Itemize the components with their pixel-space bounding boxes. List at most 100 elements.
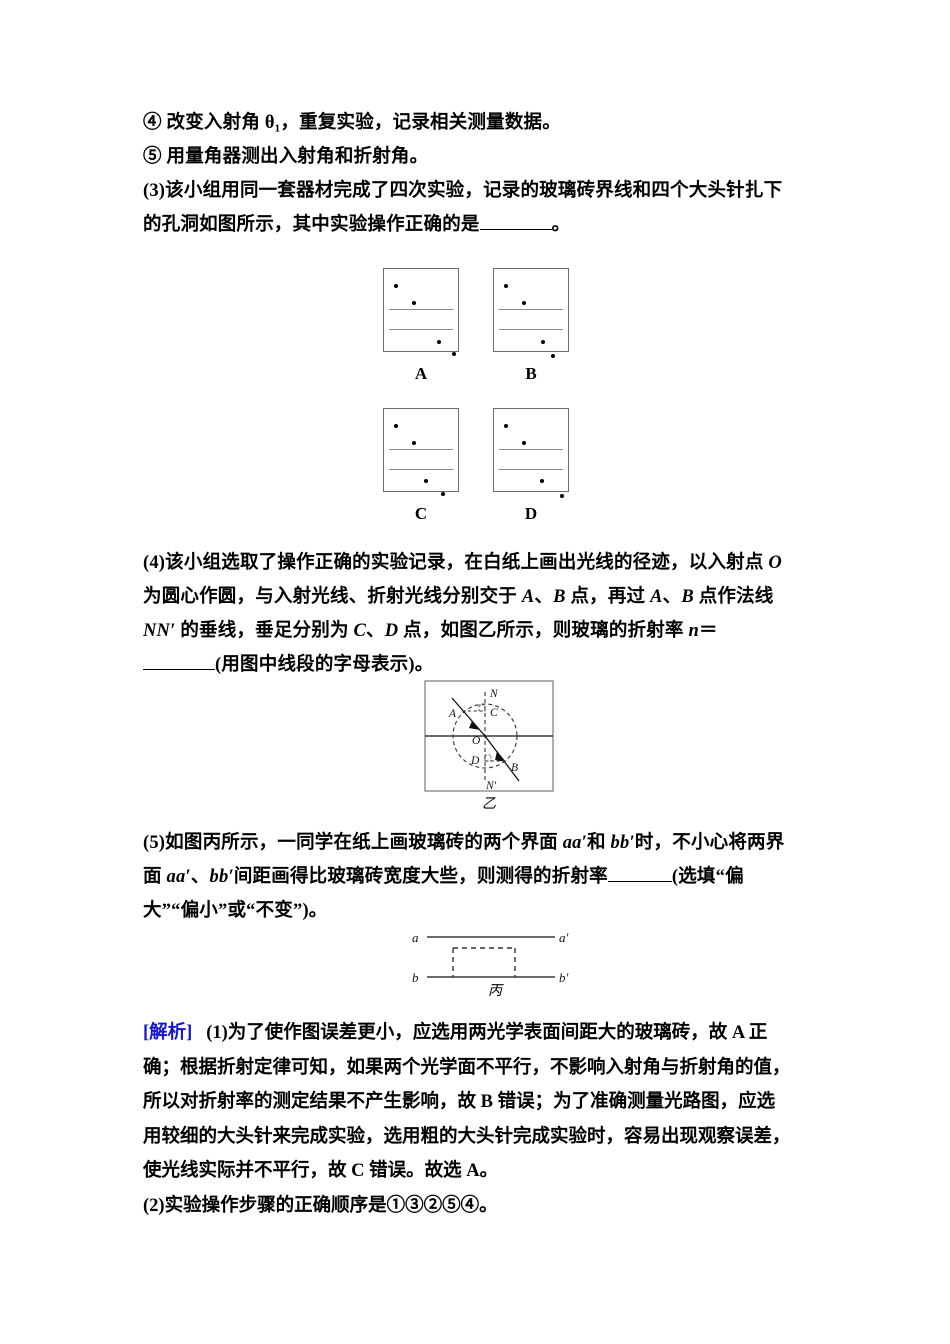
- label-a: A: [448, 708, 457, 720]
- figure-bing-caption: 丙: [488, 984, 502, 999]
- q4-sep-2: 、: [662, 587, 682, 607]
- q5-line-1-text-c: 时，不小心将两界: [634, 833, 785, 853]
- point-b-symbol-2: B: [681, 587, 694, 607]
- label-b: B: [511, 762, 518, 774]
- surface-aa-symbol: aa′: [562, 833, 588, 853]
- label-a-prime-right: a′: [559, 930, 569, 945]
- figure-bing-svg: a a′ b b′: [412, 930, 569, 985]
- step-5-line: ⑤ 用量角器测出入射角和折射角。: [143, 147, 429, 167]
- figure-yi-svg: N N′ A C O D B: [424, 680, 554, 792]
- q5-line-1: (5)如图丙所示，一同学在纸上画玻璃砖的两个界面 aa′和 bb′时，不小心将两…: [143, 826, 815, 860]
- q4-line-1-text: (4)该小组选取了操作正确的实验记录，在白纸上画出光线的径迹，以入射点: [143, 553, 769, 573]
- pin-hole: [394, 424, 399, 429]
- pin-hole: [541, 340, 546, 345]
- q4-sep-3: 、: [366, 621, 385, 641]
- analysis-line-2: 确；根据折射定律可知，如果两个光学面不平行，不影响入射角与折射角的值，: [143, 1057, 791, 1078]
- glass-boundary-line-bottom: [499, 469, 563, 470]
- q4-equals: ＝: [698, 621, 718, 641]
- glass-boundary-line-top: [389, 309, 453, 310]
- point-b-symbol: B: [553, 587, 566, 607]
- q4-line-4: (用图中线段的字母表示)。: [143, 648, 815, 682]
- q5-sep-1: 、: [190, 867, 210, 887]
- pin-hole: [441, 492, 446, 497]
- pinbox-label-c: C: [414, 504, 428, 523]
- label-o: O: [472, 735, 481, 747]
- analysis-text-1: (1)为了使作图误差更小，应选用两光学表面间距大的玻璃砖，故 A 正: [206, 1023, 768, 1043]
- q3-line-2-text: 的孔洞如图所示，其中实验操作正确的是: [143, 215, 480, 235]
- pin-hole: [437, 340, 442, 345]
- glass-boundary-line-bottom: [389, 469, 453, 470]
- label-b-left: b: [412, 970, 419, 985]
- analysis-line-5: 使光线实际并不平行，故 C 错误。故选 A。: [143, 1161, 499, 1181]
- q5-line-2-text-b: 间距画得比玻璃砖宽度大些，则测得的折射率: [233, 867, 608, 887]
- q3-answer-blank[interactable]: [479, 229, 552, 230]
- normal-line-symbol: NN′: [143, 621, 176, 641]
- surface-bb-symbol: bb′: [610, 833, 635, 853]
- point-d-symbol: D: [384, 621, 399, 641]
- q4-sep-1: 、: [534, 587, 554, 607]
- analysis-line-6: (2)实验操作步骤的正确顺序是①③②⑤④。: [143, 1195, 498, 1216]
- pinbox-option-c: [383, 408, 459, 497]
- label-b-prime-right: b′: [559, 970, 569, 985]
- label-a-left: a: [412, 930, 419, 945]
- construction-circle: [452, 703, 518, 769]
- pin-hole: [412, 301, 417, 306]
- label-d: D: [470, 755, 480, 767]
- right-angle-mark-c: [478, 704, 486, 712]
- analysis-line-4: 用较细的大头针来完成实验，选用粗的大头针完成实验时，容易出现观察误差，: [143, 1126, 791, 1147]
- q5-answer-blank[interactable]: [607, 881, 672, 882]
- analysis-line-3: 所以对折射率的测定结果不产生影响，故 B 错误；为了准确测量光路图，应选: [143, 1092, 776, 1112]
- q3-line-1: (3)该小组用同一套器材完成了四次实验，记录的玻璃砖界线和四个大头针扎下: [143, 181, 783, 201]
- point-a-symbol: A: [521, 587, 535, 607]
- refracted-ray-arrow: [495, 751, 506, 762]
- pin-hole: [522, 441, 527, 446]
- right-angle-mark-d: [484, 754, 492, 762]
- question-body: ④ 改变入射角 θ₁，重复实验，记录相关测量数据。 ⑤ 用量角器测出入射角和折射…: [143, 106, 815, 242]
- pin-hole: [504, 284, 509, 289]
- glass-boundary-line-bottom: [389, 329, 453, 330]
- pinbox-label-d: D: [524, 504, 538, 523]
- q4-answer-blank[interactable]: [143, 669, 215, 670]
- q3-line-2: 的孔洞如图所示，其中实验操作正确的是 。: [143, 208, 815, 242]
- pin-hole: [551, 354, 556, 359]
- pin-hole: [504, 424, 509, 429]
- figure-yi-caption: 乙: [482, 797, 496, 812]
- surface-bb-symbol-2: bb′: [209, 867, 234, 887]
- analysis-section: [解析] (1)为了使作图误差更小，应选用两光学表面间距大的玻璃砖，故 A 正 …: [143, 1016, 815, 1223]
- analysis-label: [解析]: [143, 1023, 193, 1043]
- pin-hole: [540, 479, 545, 484]
- pinbox-option-d: [493, 408, 569, 499]
- pinbox-label-a: A: [414, 364, 428, 383]
- point-c-symbol: C: [353, 621, 367, 641]
- glass-boundary-line-bottom: [499, 329, 563, 330]
- surface-aa-symbol-2: aa′: [166, 867, 191, 887]
- refractive-index-symbol: n: [688, 621, 699, 641]
- q5-line-2-text-c: (选填“偏: [671, 867, 744, 887]
- q5-line-3: 大”“偏小”或“不变”)。: [143, 901, 328, 921]
- q5-line-1-text-a: (5)如图丙所示，一同学在纸上画玻璃砖的两个界面: [143, 833, 563, 853]
- q4-line-2-text-b: 点，再过: [565, 587, 651, 607]
- pin-hole: [452, 352, 457, 357]
- q4-line-2-text-a: 为圆心作圆，与入射光线、折射光线分别交于: [143, 587, 522, 607]
- q4-line-1: (4)该小组选取了操作正确的实验记录，在白纸上画出光线的径迹，以入射点 O: [143, 546, 815, 580]
- glass-boundary-line-top: [499, 449, 563, 450]
- q3-line-2-period: 。: [551, 215, 571, 235]
- pin-hole: [522, 301, 527, 306]
- q4-line-4-text: (用图中线段的字母表示)。: [215, 655, 434, 675]
- q5-line-2-text-a: 面: [143, 867, 167, 887]
- pin-hole: [560, 494, 565, 499]
- pin-hole: [394, 284, 399, 289]
- question-5-body: (5)如图丙所示，一同学在纸上画玻璃砖的两个界面 aa′和 bb′时，不小心将两…: [143, 826, 815, 928]
- pinbox-option-b: [493, 268, 569, 359]
- analysis-line-1: [解析] (1)为了使作图误差更小，应选用两光学表面间距大的玻璃砖，故 A 正: [143, 1016, 815, 1051]
- label-c: C: [490, 707, 498, 719]
- pinbox-label-b: B: [525, 364, 537, 383]
- q4-line-2-text-c: 点作法线: [693, 587, 774, 607]
- question-4-body: (4)该小组选取了操作正确的实验记录，在白纸上画出光线的径迹，以入射点 O 为圆…: [143, 546, 815, 682]
- label-n-prime: N′: [485, 780, 497, 792]
- glass-boundary-line-top: [499, 309, 563, 310]
- q4-line-2: 为圆心作圆，与入射光线、折射光线分别交于 A、B 点，再过 A、B 点作法线: [143, 580, 815, 614]
- incident-ray-arrow: [469, 721, 480, 730]
- pinbox-option-a: [383, 268, 459, 357]
